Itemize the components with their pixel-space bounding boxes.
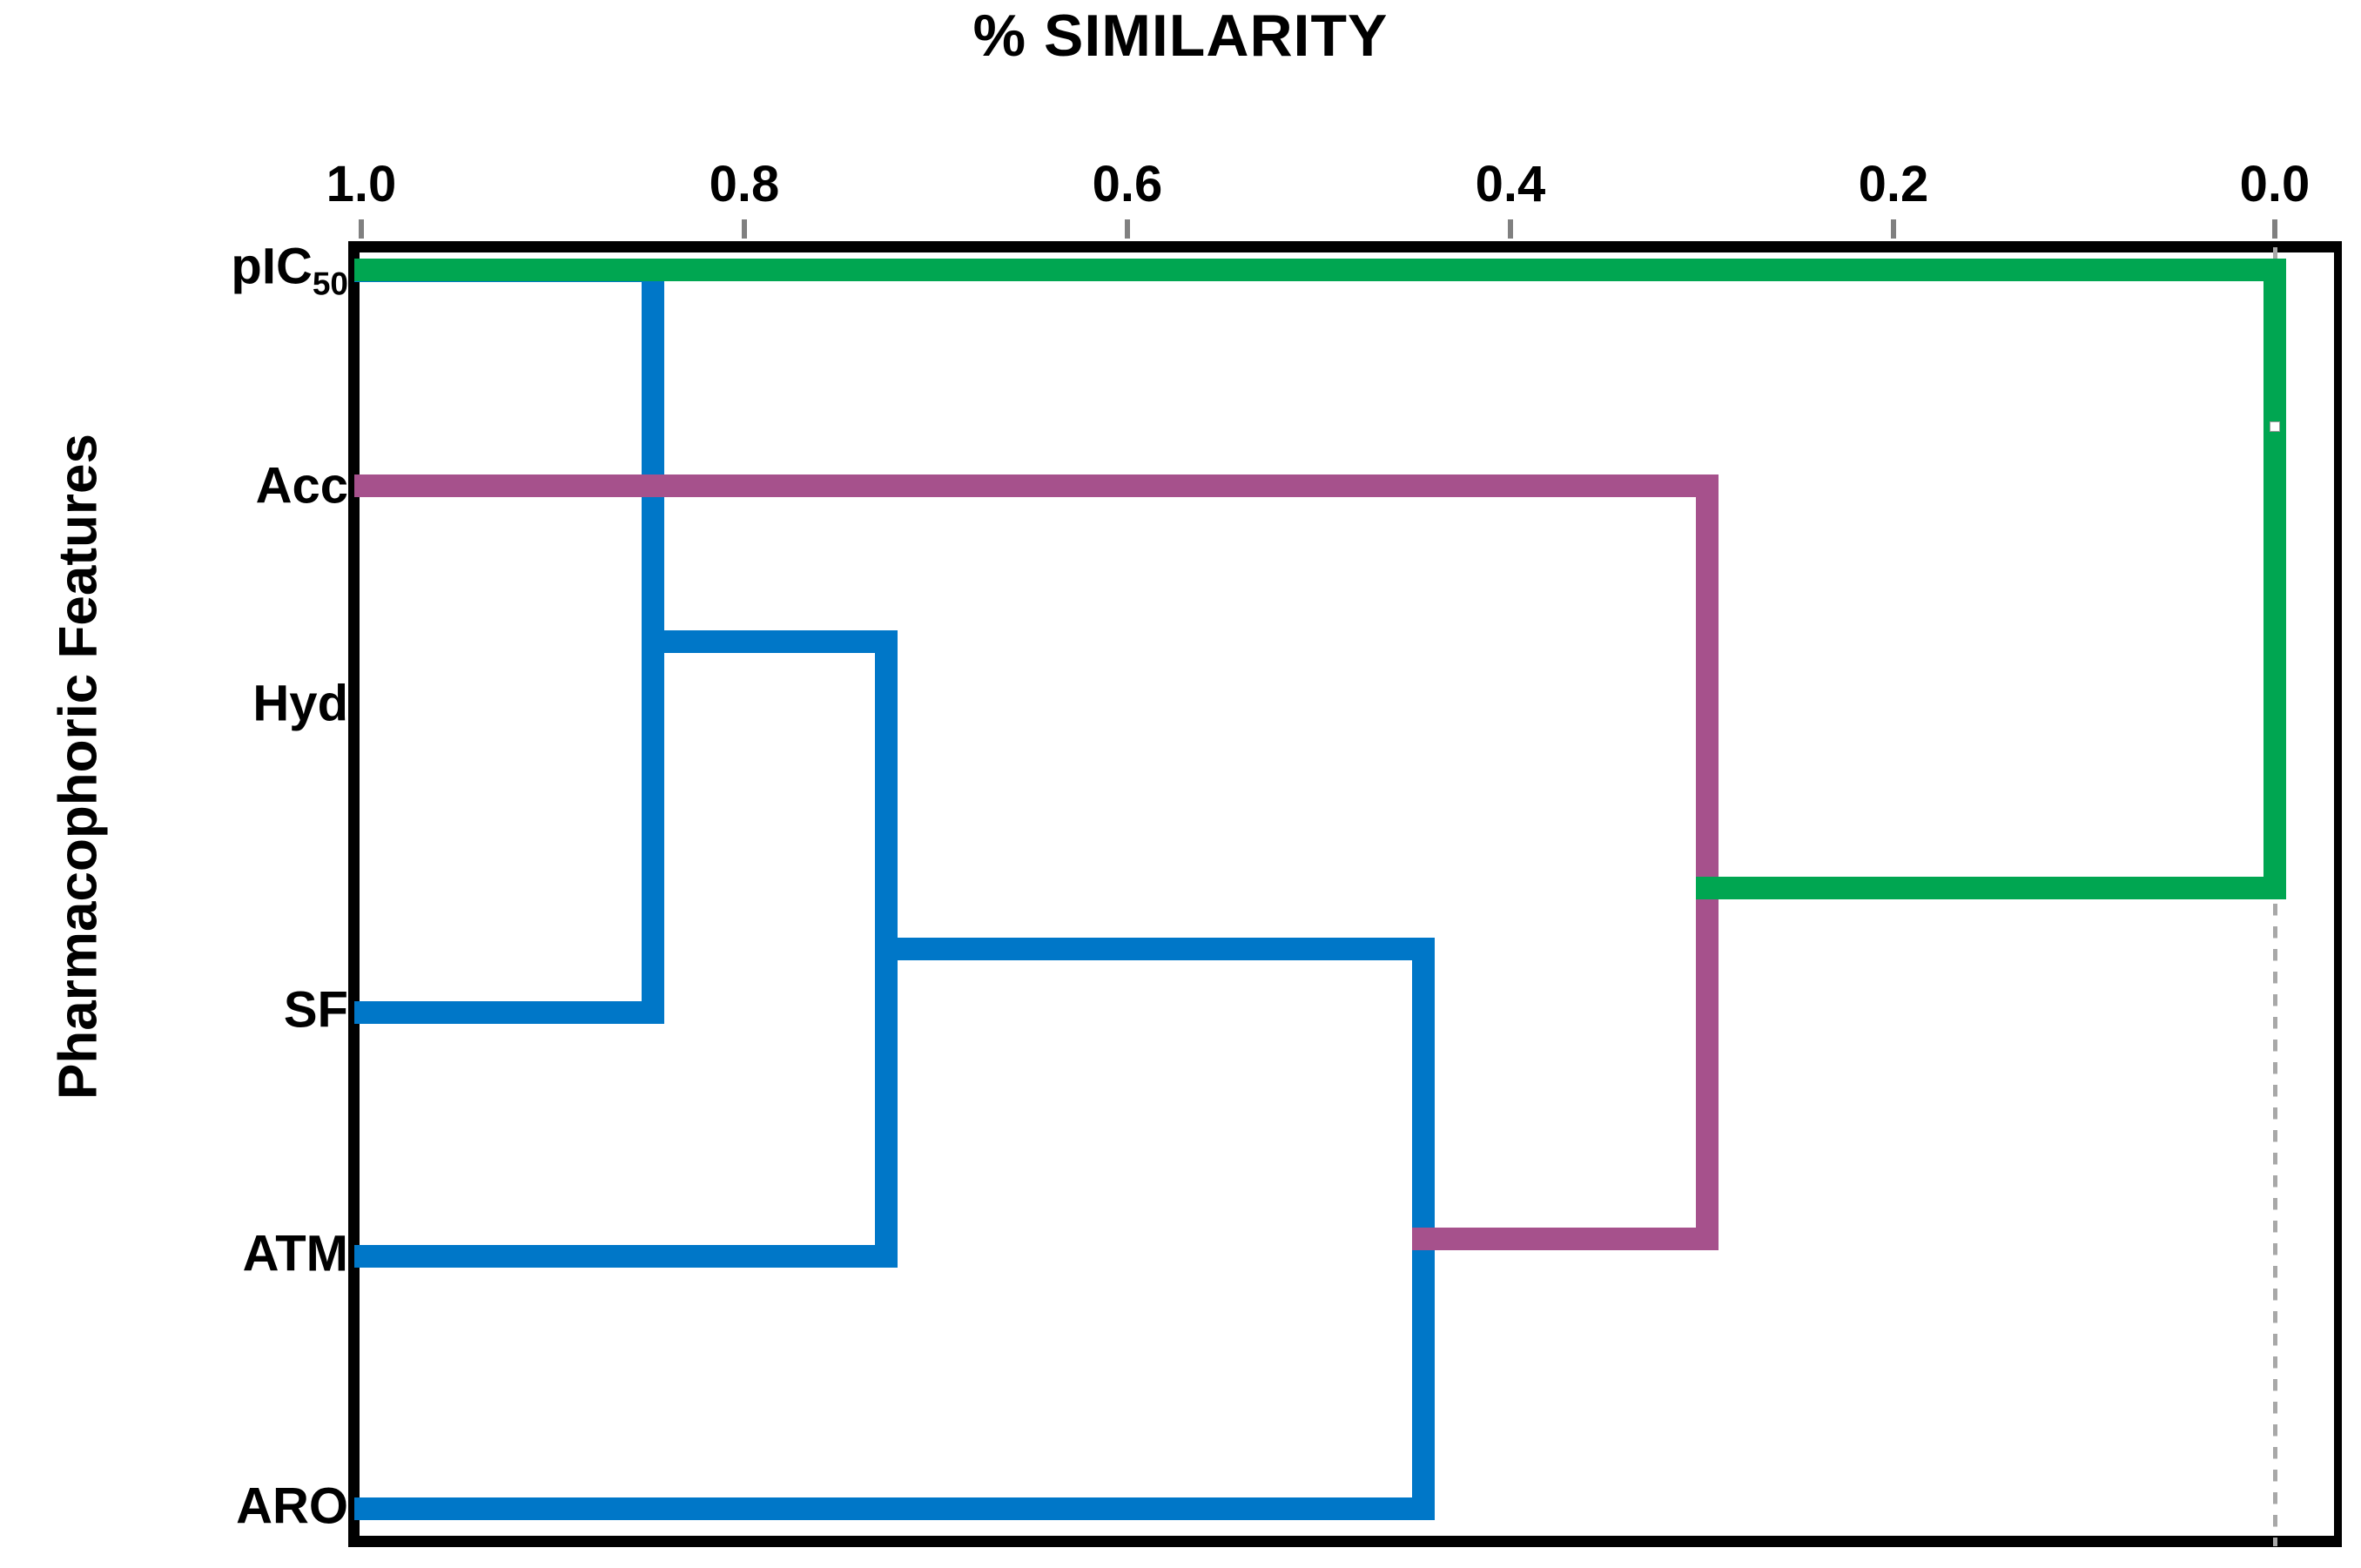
x-tick-mark-1.0 [359,219,364,239]
leaf-label-hyd: Hyd [252,675,348,732]
x-tick-mark-0.6 [1125,219,1130,239]
x-tick-label-1.0: 1.0 [326,156,397,212]
branch-hydsf-to-atm-node [642,630,887,653]
x-tick-label-0.6: 0.6 [1092,156,1163,212]
branch-acc-leaf [354,474,1706,497]
leaf-label-atm: ATM [242,1225,348,1282]
branch-sf-leaf [354,1001,654,1024]
branch-purple-to-green-node [1696,877,2286,899]
x-tick-label-0.2: 0.2 [1858,156,1929,212]
x-tick-mark-0.4 [1508,219,1513,239]
leaf-label-pic50-subscript: 50 [312,266,348,302]
leaf-label-pic50: pIC50 [231,238,348,303]
link-marker-icon [2270,421,2280,432]
x-tick-mark-0.0 [2272,219,2277,239]
merge-node-acc-blue [1696,474,1719,1250]
branch-atm-leaf [354,1245,887,1268]
chart-title: % SIMILARITY [972,3,1389,69]
x-tick-mark-0.8 [742,219,747,239]
x-tick-label-0.0: 0.0 [2239,156,2311,212]
leaf-label-acc: Acc [255,457,348,515]
merge-node-green-root [2263,259,2286,899]
branch-blue-to-purple-node [1412,1228,1708,1250]
leaf-label-sf: SF [283,981,348,1039]
leaf-label-aro: ARO [236,1477,348,1535]
x-tick-label-0.4: 0.4 [1475,156,1546,212]
branch-cluster-to-aro-node [875,938,1424,960]
branch-aro-leaf [354,1497,1424,1520]
dendrogram-plot-area [354,247,2339,1546]
x-tick-mark-0.2 [1891,219,1896,239]
x-tick-label-0.8: 0.8 [709,156,780,212]
y-axis-label: Pharmacophoric Features [48,434,109,1100]
branch-pic50-leaf [354,259,2286,281]
leaf-label-pic50-main: pIC [231,238,313,295]
